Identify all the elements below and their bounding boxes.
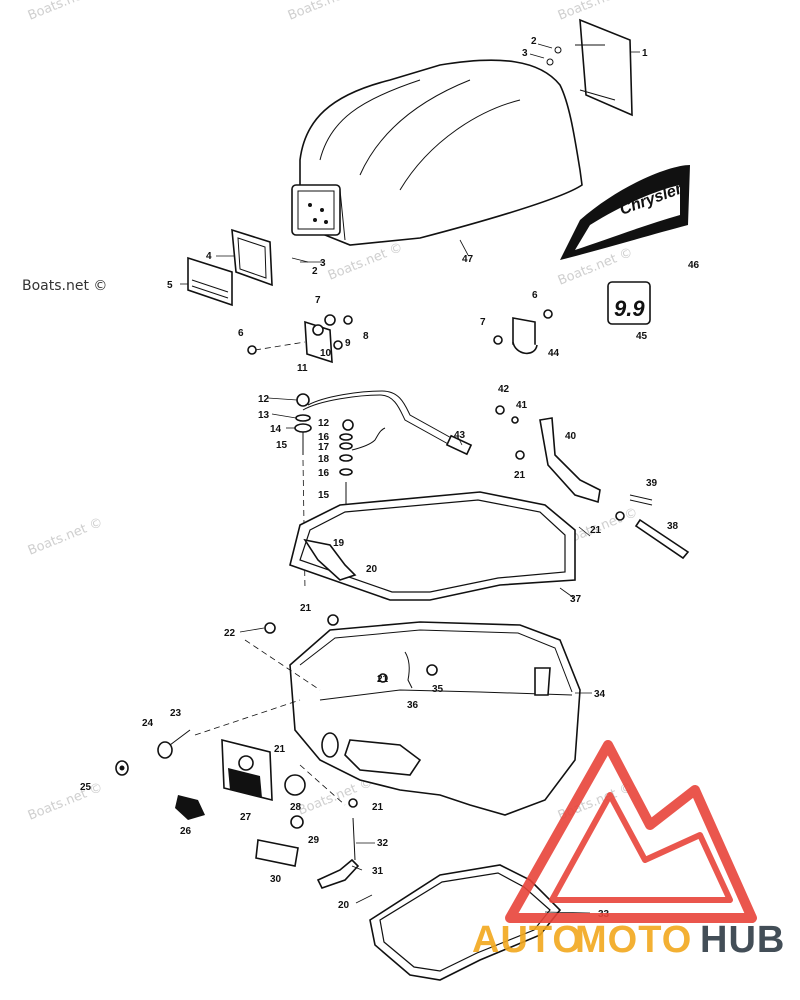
lower-pan-part-34	[194, 614, 581, 816]
part-label: 17	[318, 442, 330, 453]
panels-part-4-5	[187, 228, 273, 307]
part-label: 32	[377, 838, 389, 849]
part-label: 34	[594, 689, 606, 700]
watermark: Boats.net ©	[26, 780, 105, 824]
part-label: 26	[180, 826, 192, 837]
watermark: Boats.net ©	[286, 0, 365, 24]
part-label: 21	[590, 525, 602, 536]
part-label: 22	[224, 628, 236, 639]
leader-lines	[180, 43, 640, 914]
part-label: 6	[238, 328, 244, 339]
part-label: 10	[320, 348, 332, 359]
automotohub-logo: AUTO MOTO HUB	[472, 740, 785, 961]
bracket-assembly	[247, 309, 553, 364]
part-label: 3	[522, 48, 528, 59]
part-label: 38	[667, 521, 679, 532]
gasket-part-37	[289, 491, 576, 601]
part-label: 6	[532, 290, 538, 301]
part-label: 9	[345, 338, 351, 349]
watermark: Boats.net ©	[326, 240, 405, 284]
part-label: 7	[480, 317, 486, 328]
part-label: 24	[142, 718, 154, 729]
part-label: 5	[167, 280, 173, 291]
part-label: 1	[642, 48, 648, 59]
back-plate-part-1	[546, 18, 633, 117]
side-decal-part-46: Chrysler	[560, 165, 690, 260]
part-label: 11	[297, 363, 308, 374]
small-parts	[115, 622, 360, 889]
latch-linkage	[294, 390, 473, 591]
part-label: 21	[377, 674, 389, 685]
part-label: 47	[462, 254, 474, 265]
lower-gasket-part-33	[369, 864, 562, 981]
logo-text-auto: AUTO	[472, 919, 583, 961]
part-label: 21	[514, 470, 526, 481]
part-label: 44	[548, 348, 560, 359]
part-label: 39	[646, 478, 658, 489]
part-label: 12	[318, 418, 330, 429]
watermark: Boats.net ©	[26, 0, 105, 24]
logo-text-hub: HUB	[700, 919, 785, 961]
part-label: 36	[407, 700, 419, 711]
logo-text-moto: MOTO	[575, 919, 692, 961]
part-label: 28	[290, 802, 302, 813]
part-label: 43	[454, 430, 466, 441]
part-label: 8	[363, 331, 369, 342]
part-label: 12	[258, 394, 270, 405]
part-label: 15	[318, 490, 330, 501]
part-label: 21	[372, 802, 384, 813]
part-label: 37	[570, 594, 582, 605]
part-label: 21	[274, 744, 286, 755]
watermark: Boats.net ©	[26, 515, 105, 559]
part-label: 40	[565, 431, 577, 442]
part-label: 2	[312, 266, 318, 277]
part-label: 45	[636, 331, 648, 342]
part-label: 18	[318, 454, 330, 465]
part-label: 13	[258, 410, 270, 421]
part-label: 27	[240, 812, 252, 823]
part-label: 16	[318, 432, 330, 443]
part-label: 7	[315, 295, 321, 306]
part-label: 14	[270, 424, 282, 435]
part-label: 19	[333, 538, 345, 549]
part-label: 42	[498, 384, 510, 395]
lever-assembly	[495, 405, 690, 560]
watermark: Boats.net ©	[556, 0, 635, 24]
watermark: Boats.net ©	[296, 775, 375, 819]
part-label: 46	[688, 260, 700, 271]
part-label: 25	[80, 782, 92, 793]
part-label: 29	[308, 835, 320, 846]
top-cover-part-47	[291, 59, 583, 246]
part-label: 20	[338, 900, 350, 911]
watermark-dark: Boats.net ©	[22, 278, 107, 294]
part-label: 23	[170, 708, 182, 719]
part-label: 20	[366, 564, 378, 575]
part-label: 2	[531, 36, 537, 47]
hp-decal-text: 9.9	[614, 296, 645, 321]
part-label: 21	[300, 603, 312, 614]
part-label: 4	[206, 251, 212, 262]
part-label: 41	[516, 400, 528, 411]
hp-decal-part-45: 9.9	[607, 281, 651, 325]
part-label: 30	[270, 874, 282, 885]
part-label: 3	[320, 258, 326, 269]
part-labels: 1 2 3 47 46 45 4 5 2 3 6 7 8 9 10 11 6 7…	[80, 36, 700, 920]
part-label: 35	[432, 684, 444, 695]
part-label: 15	[276, 440, 288, 451]
part-label: 16	[318, 468, 330, 479]
part-label: 31	[372, 866, 384, 877]
